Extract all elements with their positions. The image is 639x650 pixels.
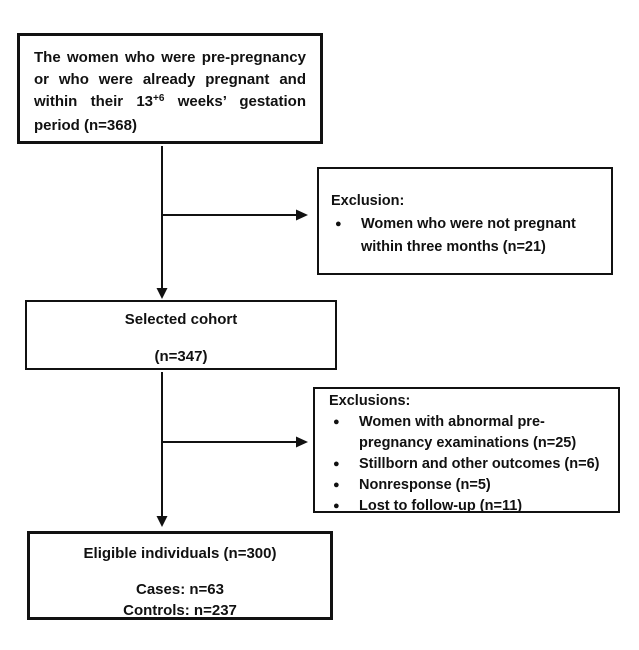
- arrow-cohort-to-eligible: [156, 372, 168, 527]
- exclusions-item-text: Stillborn and other outcomes (n=6): [359, 456, 600, 472]
- cohort-title: Selected cohort: [124, 311, 238, 328]
- exclusions-item-text: Nonresponse (n=5): [359, 477, 491, 493]
- box-initial-population: The women who were pre-pregnancy or who …: [17, 33, 323, 144]
- exclusions-item: ● Nonresponse (n=5): [329, 475, 610, 496]
- arrow-branch-to-exclusion: [163, 209, 308, 221]
- bullet-icon: ●: [333, 500, 340, 512]
- bullet-icon: ●: [335, 218, 342, 230]
- eligible-cases: Cases: n=63: [136, 581, 224, 598]
- initial-text-before-sup: The women who were pre-pregnancy or who …: [34, 49, 306, 110]
- exclusions-item: ● Stillborn and other outcomes (n=6): [329, 454, 610, 475]
- eligible-controls: Controls: n=237: [123, 602, 237, 619]
- box-exclusion-single: Exclusion: ● Women who were not pregnant…: [317, 167, 613, 275]
- exclusion-item-text: Women who were not pregnant within three…: [361, 216, 576, 255]
- bullet-icon: ●: [333, 458, 340, 470]
- initial-population-text: The women who were pre-pregnancy or who …: [34, 47, 306, 137]
- exclusions-item: ● Women with abnormal pre-pregnancy exam…: [329, 412, 610, 454]
- box-exclusions-multi: Exclusions: ● Women with abnormal pre-pr…: [313, 387, 620, 514]
- superscript-plus-six: +6: [153, 93, 165, 104]
- arrow-branch-to-exclusions: [163, 436, 308, 448]
- cohort-n-value: (n=347): [154, 348, 208, 365]
- exclusions-item: ● Lost to follow-up (n=11): [329, 496, 610, 517]
- bullet-icon: ●: [333, 416, 340, 428]
- box-eligible-individuals: Eligible individuals (n=300) Cases: n=63…: [27, 531, 333, 620]
- eligible-title: Eligible individuals (n=300): [83, 545, 277, 562]
- bullet-icon: ●: [333, 479, 340, 491]
- exclusion-title: Exclusion:: [331, 193, 405, 209]
- arrow-initial-to-cohort: [156, 146, 168, 299]
- exclusions-title: Exclusions:: [329, 393, 411, 409]
- exclusion-item: ● Women who were not pregnant within thr…: [331, 213, 601, 259]
- exclusions-item-text: Women with abnormal pre-pregnancy examin…: [359, 414, 577, 451]
- initial-text-after-sup: weeks’ gestation period (n=368): [34, 93, 306, 134]
- box-selected-cohort: Selected cohort (n=347): [25, 300, 337, 370]
- exclusions-item-text: Lost to follow-up (n=11): [359, 498, 523, 514]
